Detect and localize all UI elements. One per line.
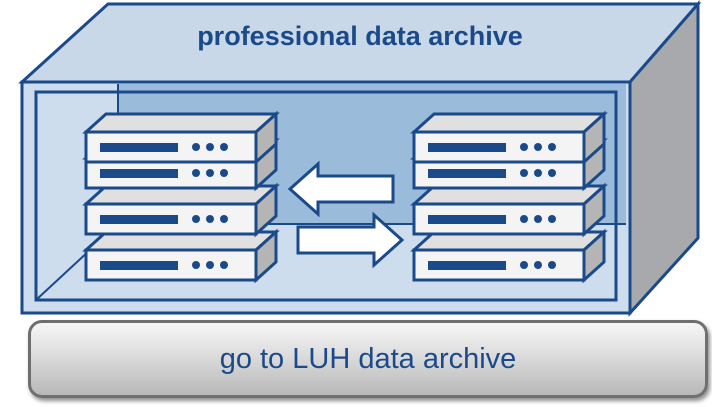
archive-box [18,0,702,317]
go-to-archive-label: go to LUH data archive [219,342,517,375]
server-stack-icon [412,112,606,282]
box-inner-frame [34,90,618,302]
arrow-left-icon [287,160,395,218]
arrow-right-icon [296,211,405,269]
go-to-archive-button[interactable]: go to LUH data archive [28,320,708,398]
archive-title: professional data archive [197,21,523,51]
server-stack-icon [84,112,278,282]
